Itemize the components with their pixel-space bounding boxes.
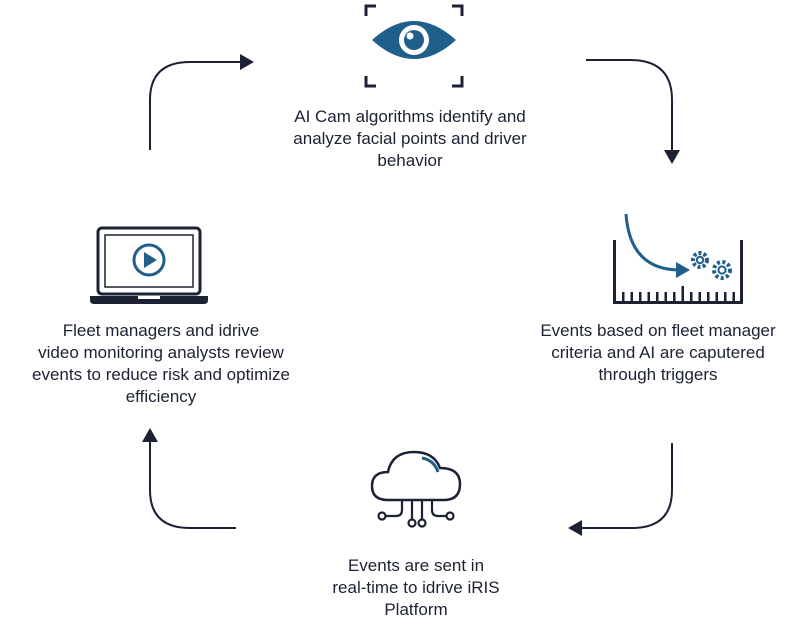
arrowhead-top-right <box>664 150 680 164</box>
ruler-tick <box>724 292 727 301</box>
ruler-tick <box>707 292 710 301</box>
ruler-tick <box>622 292 625 301</box>
ruler-tick <box>732 292 735 301</box>
step-bottom-line-3: Platform <box>384 600 448 619</box>
arrow-bottom-left <box>149 440 236 529</box>
step-top-line-3: behavior <box>377 151 443 170</box>
step-right-line-2: criteria and AI are caputered <box>551 343 765 362</box>
arrowhead-bottom-right <box>568 520 582 536</box>
step-top-line-2: analyze facial points and driver <box>293 129 527 148</box>
step-right-line-1: Events based on fleet manager <box>540 321 776 340</box>
arrowhead-top-left <box>240 54 254 70</box>
laptop-play-icon <box>90 226 208 304</box>
arrow-bottom-right <box>580 443 673 529</box>
ruler-tick <box>656 292 659 301</box>
trigger-gears-icon <box>613 213 743 304</box>
step-label-right: Events based on fleet manager criteria a… <box>518 320 798 386</box>
arrow-top-right <box>586 59 673 152</box>
ruler-tick <box>647 292 650 301</box>
step-bottom-line-2: real-time to idrive iRIS <box>332 578 500 597</box>
ruler-tick <box>681 286 684 301</box>
eye-focus-icon <box>364 4 464 88</box>
ruler-tick <box>698 292 701 301</box>
step-right-line-3: through triggers <box>598 365 718 384</box>
ruler-tick <box>664 292 667 301</box>
step-top-line-1: AI Cam algorithms identify and <box>294 107 526 126</box>
ruler-tick <box>639 292 642 301</box>
step-bottom-line-1: Events are sent in <box>347 556 485 575</box>
ruler-tick <box>630 292 633 301</box>
step-left-line-4: efficiency <box>125 387 197 406</box>
step-label-left: Fleet managers and idrive video monitori… <box>6 320 316 408</box>
step-left-line-1: Fleet managers and idrive <box>62 321 260 340</box>
step-left-line-2: video monitoring analysts review <box>38 343 284 362</box>
ruler-tick <box>673 292 676 301</box>
ruler-tick <box>715 292 718 301</box>
step-label-top: AI Cam algorithms identify and analyze f… <box>250 106 570 172</box>
arrowhead-bottom-left <box>142 428 158 442</box>
step-label-bottom: Events are sent in real-time to idrive i… <box>300 555 532 621</box>
step-left-line-3: events to reduce risk and optimize <box>32 365 290 384</box>
arrow-top-left <box>149 61 242 150</box>
ruler-tick <box>690 292 693 301</box>
cloud-network-icon <box>370 450 462 528</box>
